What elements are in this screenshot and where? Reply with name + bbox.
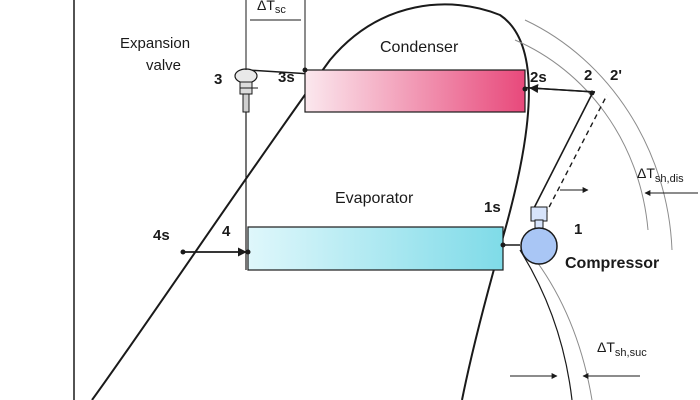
point-3s-label: 3s (278, 69, 295, 86)
point-3-label: 3 (214, 71, 222, 88)
compression-line (531, 93, 593, 213)
point-2s-label: 2s (530, 69, 547, 86)
point-4s-dot (180, 249, 186, 255)
point-2-dot (589, 90, 595, 96)
point-1-label: 1 (574, 221, 582, 238)
isentrope-curve-a (514, 39, 649, 231)
expansion-valve-icon (234, 68, 258, 113)
suction-curve-b (527, 249, 593, 400)
point-4-dot (245, 249, 251, 255)
point-4s-label: 4s (153, 227, 170, 244)
condenser-box (304, 69, 526, 113)
suction-curve-a (519, 249, 573, 400)
point-4-label: 4 (222, 223, 231, 240)
delta-shdis-label: ΔTsh,dis (637, 165, 684, 185)
point-2-label: 2 (584, 67, 592, 84)
compression-line-real (544, 94, 608, 216)
point-1s-label: 1s (484, 199, 501, 216)
compressor-label: Compressor (565, 255, 659, 272)
expansion-valve-label-2: valve (146, 57, 181, 74)
delta-sc-label: ΔTsc (257, 0, 286, 16)
point-2prime-label: 2' (610, 67, 622, 84)
evaporator-box (247, 226, 504, 271)
condenser-label: Condenser (380, 39, 459, 56)
compressor-icon (520, 206, 558, 265)
delta-shsuc-label: ΔTsh,suc (597, 339, 647, 359)
condenser-inlet-arrow (529, 84, 596, 93)
isentrope-curve-b (524, 19, 673, 251)
point-2s-dot (522, 86, 528, 92)
evaporator-label: Evaporator (335, 190, 414, 207)
point-1s-dot (500, 242, 506, 248)
expansion-valve-label-1: Expansion (120, 35, 190, 52)
point-3-dot (302, 67, 308, 73)
